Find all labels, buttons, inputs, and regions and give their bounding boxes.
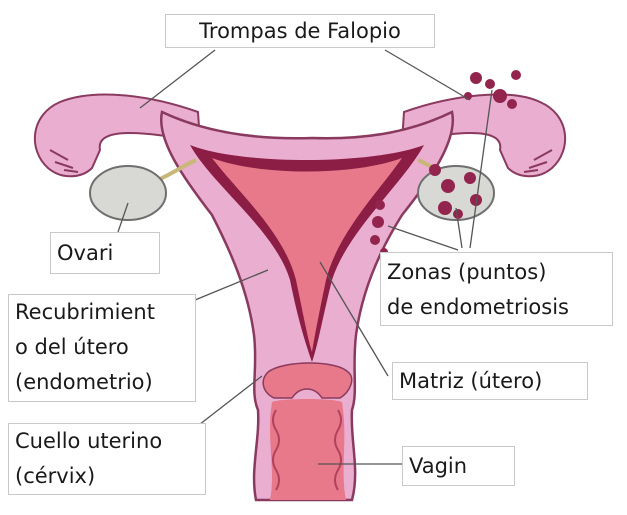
vagina-canal bbox=[270, 399, 346, 500]
label-ovari: Ovari bbox=[50, 232, 160, 274]
label-recubrimiento-utero: Recubrimient o del útero (endometrio) bbox=[8, 294, 196, 402]
label-vagin: Vagin bbox=[402, 446, 515, 486]
ovary-left bbox=[90, 166, 166, 220]
label-matriz-utero: Matriz (útero) bbox=[392, 362, 588, 400]
label-zonas-endometriosis: Zonas (puntos) de endometriosis bbox=[380, 252, 613, 326]
label-trompas-de-falopio: Trompas de Falopio bbox=[165, 14, 435, 48]
label-cuello-uterino: Cuello uterino (cérvix) bbox=[8, 423, 206, 495]
